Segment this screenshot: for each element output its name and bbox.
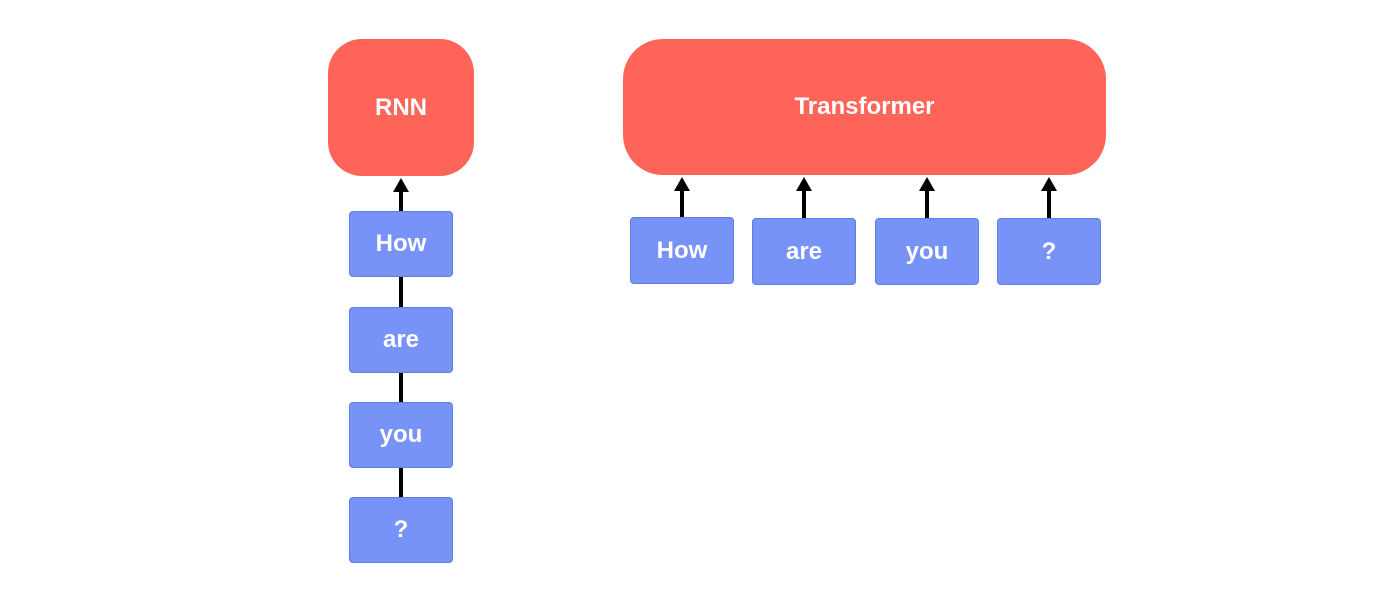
transformer-input-arrowhead — [1041, 177, 1057, 191]
transformer-token-how: How — [630, 217, 734, 284]
rnn-chain-connector — [399, 467, 403, 498]
token-label: ? — [1041, 237, 1057, 265]
transformer-input-connector — [680, 190, 684, 217]
rnn-token-are: are — [349, 307, 453, 373]
rnn-input-arrowhead — [393, 178, 409, 192]
transformer-input-arrowhead — [796, 177, 812, 191]
token-label: How — [375, 230, 427, 257]
transformer-token-question: ? — [997, 218, 1101, 285]
token-label: are — [785, 237, 823, 265]
transformer-label: Transformer — [794, 93, 935, 120]
transformer-input-connector — [925, 190, 929, 218]
transformer-token-you: you — [875, 218, 979, 285]
token-label: you — [379, 421, 423, 448]
token-label: you — [905, 237, 949, 265]
transformer-token-are: are — [752, 218, 856, 285]
rnn-label: RNN — [375, 93, 427, 121]
token-label: How — [656, 236, 708, 264]
transformer-input-connector — [1047, 190, 1051, 218]
rnn-block: RNN — [328, 39, 474, 176]
rnn-token-you: you — [349, 402, 453, 468]
rnn-token-question: ? — [349, 497, 453, 563]
token-label: ? — [393, 516, 409, 543]
token-label: are — [382, 326, 420, 353]
transformer-input-arrowhead — [674, 177, 690, 191]
rnn-chain-connector — [399, 276, 403, 308]
transformer-input-connector — [802, 190, 806, 218]
rnn-chain-connector — [399, 372, 403, 403]
transformer-input-arrowhead — [919, 177, 935, 191]
rnn-input-connector — [399, 190, 403, 211]
transformer-block: Transformer — [623, 39, 1106, 175]
rnn-token-how: How — [349, 211, 453, 277]
